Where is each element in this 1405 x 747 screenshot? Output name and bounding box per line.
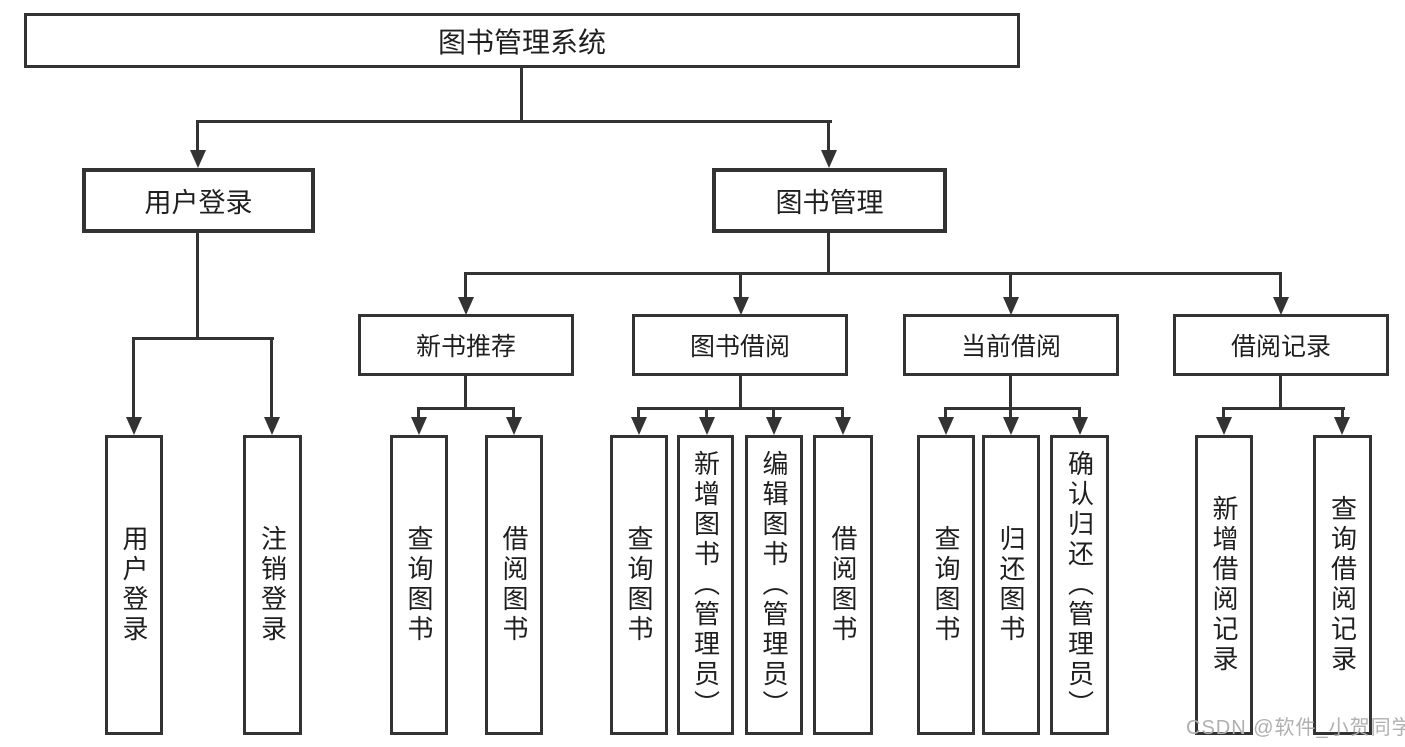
leaf-return-books-label: 归还图书 (996, 525, 1026, 645)
connector-line (520, 68, 523, 123)
connector-line (1078, 407, 1081, 421)
leaf-query-books-current: 查询图书 (917, 435, 975, 735)
leaf-query-borrow-record-label: 查询借阅记录 (1327, 495, 1358, 675)
connector-line (464, 272, 467, 300)
node-borrowing-records: 借阅记录 (1173, 314, 1389, 376)
connector-line (512, 407, 515, 421)
connector-line (196, 233, 199, 340)
connector-line (841, 407, 844, 421)
leaf-confirm-return-admin-label: 确认归还（管理员） (1064, 450, 1095, 720)
watermark: CSDN @软件_小贺同学 (1186, 717, 1405, 739)
leaf-user-login: 用户登录 (105, 435, 163, 735)
connector-line (1009, 407, 1012, 421)
leaf-borrow-books-borrowing-label: 借阅图书 (828, 525, 858, 645)
leaf-borrow-books-recommend-label: 借阅图书 (499, 525, 529, 645)
connector-line (772, 407, 775, 421)
connector-line (196, 120, 832, 123)
arrow-down-icon (1216, 417, 1232, 435)
arrow-down-icon (699, 417, 715, 435)
connector-line (827, 233, 830, 275)
arrow-down-icon (458, 297, 474, 315)
node-new-book-recommend: 新书推荐 (358, 314, 574, 376)
leaf-query-borrow-record: 查询借阅记录 (1313, 435, 1372, 735)
arrow-down-icon (506, 417, 522, 435)
connector-line (1222, 407, 1345, 410)
arrow-down-icon (411, 417, 427, 435)
leaf-edit-book-admin-label: 编辑图书（管理员） (759, 450, 789, 720)
node-library-system: 图书管理系统 (24, 13, 1020, 68)
connector-line (944, 407, 947, 421)
connector-line (132, 337, 274, 340)
connector-line (1279, 376, 1282, 410)
leaf-logout-login-label: 注销登录 (257, 525, 288, 645)
leaf-add-book-admin: 新增图书（管理员） (677, 435, 734, 735)
arrow-down-icon (126, 417, 142, 435)
node-book-management: 图书管理 (712, 168, 947, 233)
arrow-down-icon (1334, 417, 1350, 435)
node-current-borrowing: 当前借阅 (903, 314, 1119, 376)
connector-line (739, 272, 742, 300)
node-library-system-label: 图书管理系统 (437, 26, 606, 58)
arrow-down-icon (821, 150, 837, 168)
node-book-management-label: 图书管理 (775, 188, 884, 218)
leaf-query-books-borrowing-label: 查询图书 (624, 525, 654, 645)
arrow-down-icon (1003, 417, 1019, 435)
arrow-down-icon (733, 297, 749, 315)
node-book-borrowing-label: 图书借阅 (689, 333, 790, 361)
connector-line (1222, 407, 1225, 421)
connector-line (637, 407, 844, 410)
leaf-add-book-admin-label: 新增图书（管理员） (690, 450, 721, 720)
leaf-edit-book-admin: 编辑图书（管理员） (745, 435, 803, 735)
leaf-query-books-borrowing: 查询图书 (610, 435, 668, 735)
arrow-down-icon (190, 150, 206, 168)
connector-line (1009, 376, 1012, 410)
connector-line (739, 376, 742, 410)
leaf-query-books-recommend: 查询图书 (390, 435, 448, 735)
leaf-borrow-books-borrowing: 借阅图书 (813, 435, 873, 735)
arrow-down-icon (835, 417, 851, 435)
node-borrowing-records-label: 借阅记录 (1230, 333, 1331, 361)
connector-line (464, 272, 1282, 275)
arrow-down-icon (1273, 297, 1289, 315)
connector-line (196, 120, 199, 154)
arrow-down-icon (1072, 417, 1088, 435)
connector-line (705, 407, 708, 421)
connector-line (270, 337, 273, 421)
leaf-logout-login: 注销登录 (243, 435, 302, 735)
node-current-borrowing-label: 当前借阅 (960, 333, 1061, 361)
leaf-borrow-books-recommend: 借阅图书 (485, 435, 543, 735)
leaf-return-books: 归还图书 (982, 435, 1040, 735)
arrow-down-icon (264, 417, 280, 435)
connector-line (1341, 407, 1344, 421)
leaf-add-borrow-record-label: 新增借阅记录 (1209, 495, 1239, 675)
arrow-down-icon (938, 417, 954, 435)
connector-line (1009, 272, 1012, 300)
leaf-query-books-current-label: 查询图书 (931, 525, 961, 645)
leaf-confirm-return-admin: 确认归还（管理员） (1050, 435, 1109, 735)
arrow-down-icon (631, 417, 647, 435)
arrow-down-icon (1003, 297, 1019, 315)
connector-line (132, 337, 135, 421)
connector-line (417, 407, 515, 410)
connector-line (417, 407, 420, 421)
connector-line (1279, 272, 1282, 300)
node-book-borrowing: 图书借阅 (632, 314, 848, 376)
connector-line (944, 407, 1081, 410)
leaf-user-login-label: 用户登录 (119, 525, 149, 645)
leaf-add-borrow-record: 新增借阅记录 (1195, 435, 1253, 735)
leaf-query-books-recommend-label: 查询图书 (404, 525, 434, 645)
arrow-down-icon (766, 417, 782, 435)
node-user-login-label: 用户登录 (144, 188, 253, 218)
connector-line (464, 376, 467, 410)
node-new-book-recommend-label: 新书推荐 (415, 333, 516, 361)
node-user-login: 用户登录 (82, 168, 315, 233)
connector-line (827, 120, 830, 154)
connector-line (637, 407, 640, 421)
